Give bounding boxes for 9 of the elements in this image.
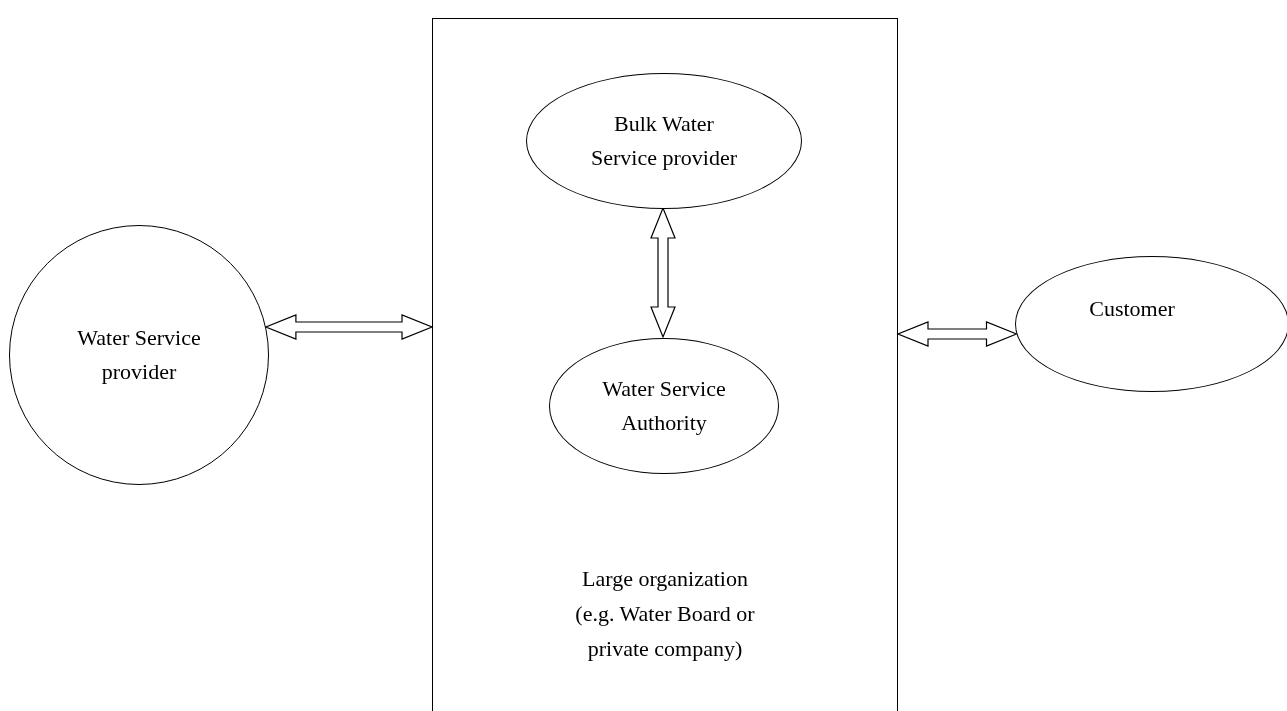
double-arrow [264, 314, 434, 340]
double-arrow [650, 206, 676, 339]
double-arrow [896, 321, 1019, 347]
node-label: Water Service provider [76, 324, 202, 386]
node-label: Water Service Authority [601, 375, 727, 437]
organization-label: Large organization (e.g. Water Board or private company) [574, 565, 756, 663]
node-label: Bulk Water Service provider [590, 110, 738, 172]
organization-box [432, 18, 898, 711]
node-label: Customer [1088, 295, 1176, 323]
